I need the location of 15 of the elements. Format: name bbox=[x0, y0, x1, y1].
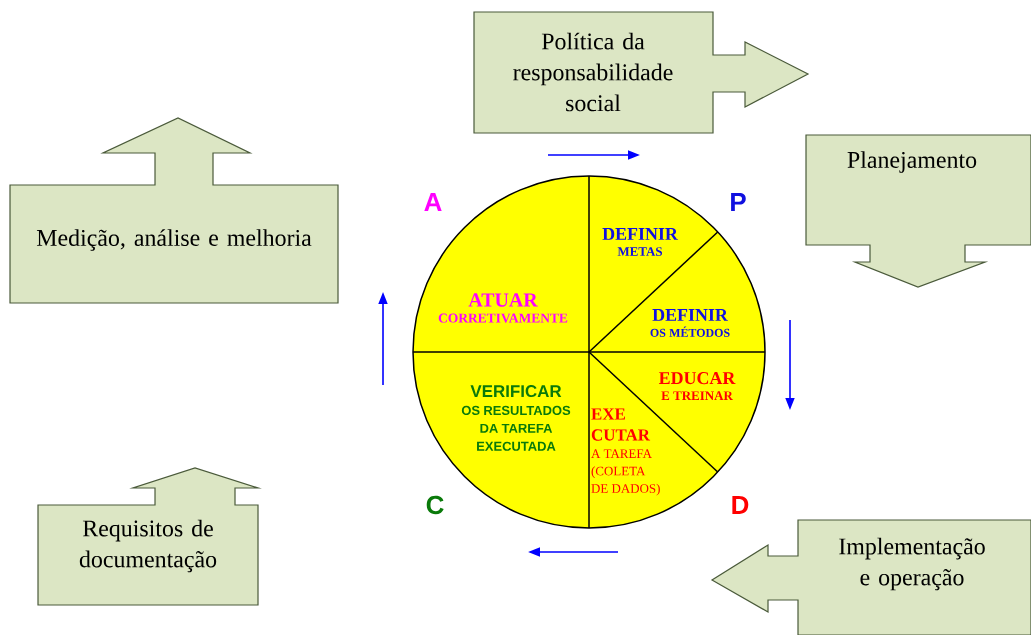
callout-arrow-box: Medição, análise e melhoria bbox=[9, 117, 339, 304]
callout-arrow-box: Planejamento bbox=[805, 134, 1031, 288]
pie-circle bbox=[412, 175, 766, 529]
sector-text: DEFINIR OS MÉTODOS bbox=[650, 309, 730, 337]
callout-arrow-box: Implementação e operação bbox=[710, 519, 1031, 635]
sector-text: EXE CUTAR A TAREFA (COLETA DE DADOS) bbox=[591, 408, 660, 496]
callout-arrow-box: Política da responsabilidade social bbox=[473, 11, 810, 134]
sector-text: EDUCAR E TREINAR bbox=[658, 372, 736, 400]
callout-arrow-box: Requisitos de documentação bbox=[37, 467, 262, 606]
phase-letter: C bbox=[426, 495, 444, 515]
sector-text: DEFINIR METAS bbox=[602, 228, 678, 256]
phase-letter: A bbox=[424, 193, 442, 211]
phase-letter: P bbox=[731, 193, 746, 211]
sector-text: VERIFICAR OS RESULTADOS DA TAREFA EXECUTADA bbox=[461, 385, 571, 451]
sector-text: ATUAR CORRETIVAMENTE bbox=[438, 293, 568, 323]
